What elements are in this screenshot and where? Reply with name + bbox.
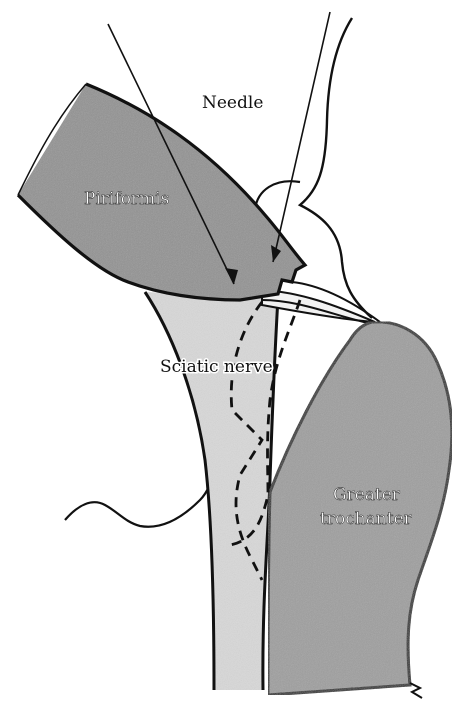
outline-curve-right <box>300 18 372 318</box>
greater-trochanter-label-line1: Greater <box>333 485 401 505</box>
piriformis-label: Piriformis <box>84 189 169 209</box>
sciatic-nerve-shape <box>145 292 278 690</box>
outline-curve-lower-left <box>65 470 215 527</box>
trochanter-zigzag <box>410 683 422 698</box>
needle-label: Needle <box>202 93 263 113</box>
sciatic-nerve-label: Sciatic nerve <box>160 357 273 377</box>
needle-right <box>273 12 330 262</box>
greater-trochanter-label-line2: trochanter <box>320 509 413 529</box>
